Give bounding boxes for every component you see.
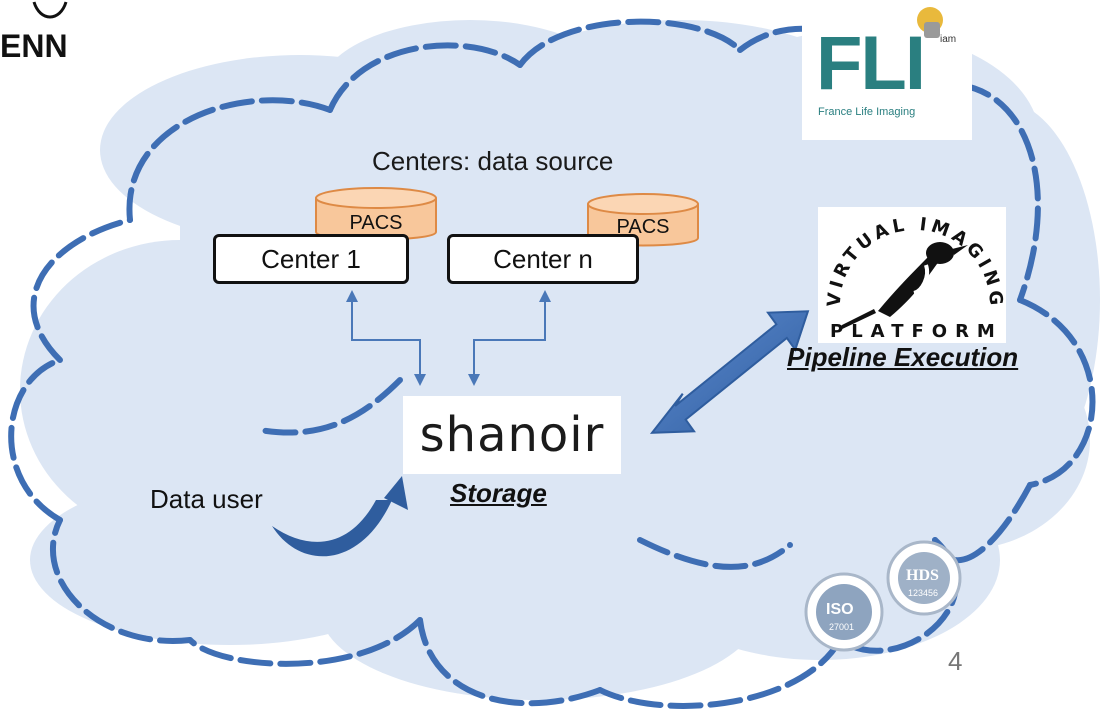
certification-badges: ISO 27001 HDS 123456 <box>802 540 970 652</box>
fli-iam-badge-icon: iam <box>917 7 956 45</box>
pipeline-caption: Pipeline Execution <box>787 342 1019 372</box>
hds-badge-icon: HDS 123456 <box>886 540 962 616</box>
fli-logo: FLI France Life Imaging iam <box>802 0 972 140</box>
fli-logo-subtitle: France Life Imaging <box>818 106 916 118</box>
center-1-box: Center 1 <box>213 234 409 284</box>
data-user-label: Data user <box>150 484 263 514</box>
fli-iam-text: iam <box>940 34 956 45</box>
vip-logo-bottom-text: PLATFORM <box>830 321 1003 342</box>
pacs-database-icon <box>315 187 437 241</box>
iso-badge-number: 27001 <box>829 622 854 632</box>
vip-logo: VIRTUAL IMAGING PLATFORM <box>818 207 1006 343</box>
fli-logo-letters: FLI <box>816 21 926 106</box>
center-1-label: Center 1 <box>261 244 361 274</box>
pacs-label: PACS <box>616 216 670 238</box>
centers-title: Centers: data source <box>372 146 614 176</box>
hds-badge-title: HDS <box>906 567 939 584</box>
iso-badge-icon: ISO 27001 <box>804 572 884 652</box>
vip-logo-top-text: VIRTUAL IMAGING <box>824 214 1006 310</box>
center-n-label: Center n <box>493 244 593 274</box>
center-n-box: Center n <box>447 234 639 284</box>
vip-magpie-icon: VIRTUAL IMAGING PLATFORM <box>824 214 1006 342</box>
storage-caption: Storage <box>450 478 547 508</box>
enn-logo-icon <box>32 1 68 19</box>
pacs-label: PACS <box>349 212 403 234</box>
shanoir-logo: shanoir <box>403 396 621 474</box>
hds-badge-number: 123456 <box>908 588 938 598</box>
page-number: 4 <box>948 646 963 676</box>
iso-badge-title: ISO <box>826 601 854 618</box>
enn-logo: ENN <box>0 28 68 64</box>
